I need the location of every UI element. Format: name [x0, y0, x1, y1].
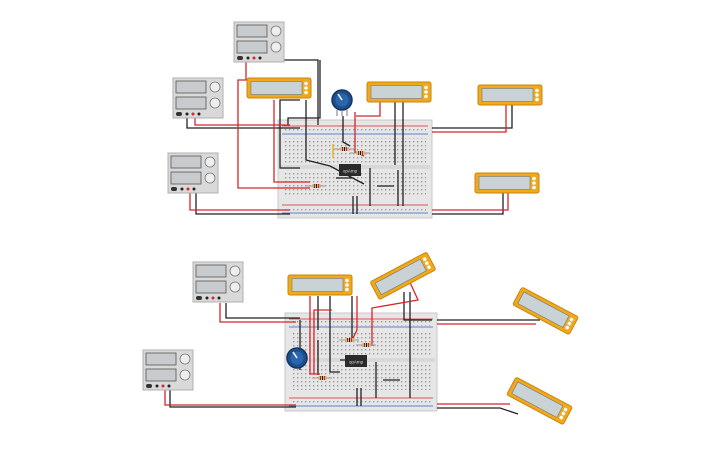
top-multimeter-2[interactable] [366, 81, 432, 103]
top-opamp-ic[interactable]: opAmp [339, 164, 361, 176]
top-circuit: opAmp [167, 21, 543, 219]
top-potentiometer[interactable] [331, 89, 353, 116]
bottom-ic-label: opAmp [349, 360, 364, 365]
bottom-power-supply-2[interactable] [142, 349, 194, 391]
bottom-circuit: opAmp [142, 251, 580, 426]
top-power-supply-2[interactable] [172, 77, 224, 119]
top-power-supply-3[interactable] [167, 152, 219, 194]
top-multimeter-3[interactable] [477, 84, 543, 106]
bottom-multimeter-1[interactable] [287, 274, 353, 296]
bottom-power-supply-1[interactable] [192, 261, 244, 303]
top-ic-label: opAmp [343, 169, 358, 174]
bottom-multimeter-3[interactable] [512, 286, 580, 336]
top-power-supply-1[interactable] [233, 21, 285, 63]
top-multimeter-4[interactable] [474, 172, 540, 194]
bottom-multimeter-2[interactable] [369, 251, 437, 301]
bottom-multimeter-4[interactable] [506, 376, 574, 426]
bottom-potentiometer[interactable] [286, 347, 308, 369]
bottom-opamp-ic[interactable]: opAmp [345, 355, 367, 367]
top-multimeter-1[interactable] [246, 77, 312, 99]
